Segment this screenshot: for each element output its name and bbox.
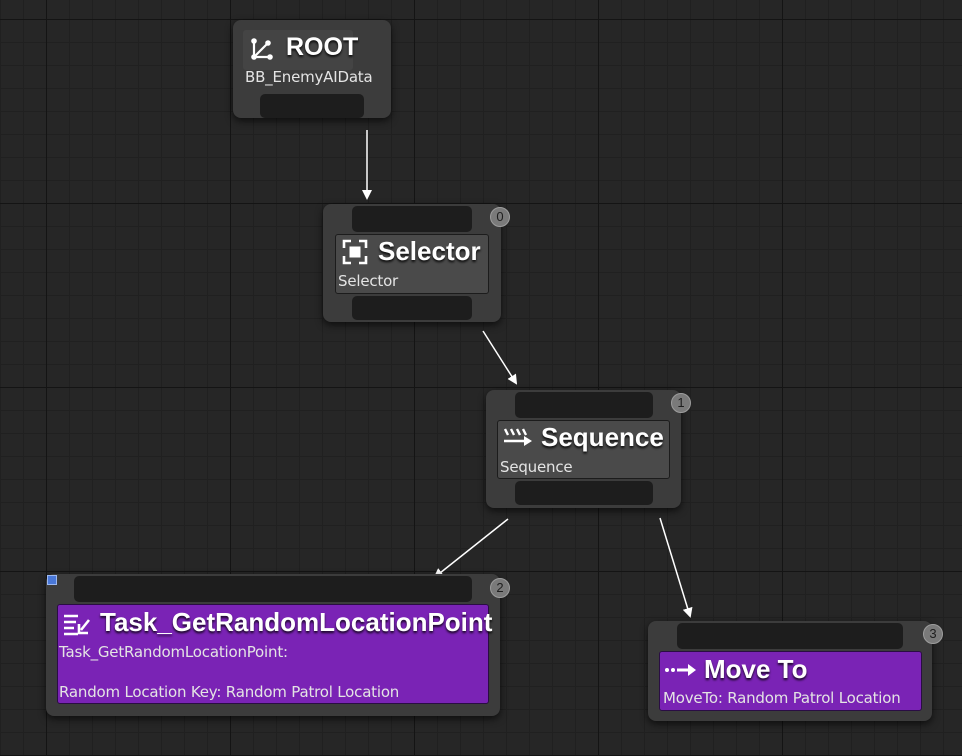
task-node[interactable]: Task_GetRandomLocationPoint Task_GetRand… bbox=[46, 574, 510, 716]
selector-input-pin[interactable] bbox=[352, 206, 472, 232]
moveto-title-box bbox=[659, 651, 922, 711]
moveto-subtitle: MoveTo: Random Patrol Location bbox=[663, 689, 901, 707]
wire-sequence-to-task bbox=[433, 518, 509, 579]
moveto-order-badge: 3 bbox=[923, 624, 943, 644]
root-subtitle: BB_EnemyAIData bbox=[245, 68, 373, 86]
selector-output-pin[interactable] bbox=[352, 296, 472, 320]
root-branch-icon bbox=[249, 36, 275, 66]
task-order-badge: 2 bbox=[490, 578, 510, 598]
sequence-icon bbox=[502, 425, 534, 455]
task-icon bbox=[62, 612, 92, 642]
moveto-title: Move To bbox=[704, 654, 808, 684]
sequence-title-box bbox=[497, 420, 670, 479]
task-title: Task_GetRandomLocationPoint bbox=[100, 607, 493, 637]
selector-node[interactable]: Selector Selector 0 bbox=[323, 204, 510, 322]
selector-subtitle: Selector bbox=[338, 272, 399, 290]
moveto-input-pin[interactable] bbox=[677, 623, 903, 649]
moveto-node[interactable]: Move To MoveTo: Random Patrol Location 3 bbox=[648, 621, 943, 721]
root-output-pin[interactable] bbox=[260, 94, 364, 118]
task-subtitle: Task_GetRandomLocationPoint: bbox=[59, 643, 288, 661]
selector-order-badge: 0 bbox=[490, 207, 510, 227]
sequence-title: Sequence bbox=[541, 422, 664, 452]
wire-selector-to-sequence bbox=[482, 330, 518, 385]
selector-title: Selector bbox=[378, 236, 481, 266]
root-node[interactable]: ROOT BB_EnemyAIData bbox=[233, 20, 391, 118]
task-input-pin[interactable] bbox=[74, 576, 472, 602]
task-detail: Random Location Key: Random Patrol Locat… bbox=[59, 683, 400, 701]
sequence-output-pin[interactable] bbox=[515, 481, 653, 505]
blueprint-task-marker-icon bbox=[47, 575, 57, 585]
selector-icon bbox=[341, 238, 369, 270]
sequence-order-badge: 1 bbox=[671, 393, 691, 413]
sequence-subtitle: Sequence bbox=[500, 458, 573, 476]
move-to-icon bbox=[664, 661, 698, 683]
root-title: ROOT bbox=[286, 33, 359, 61]
task-title-box bbox=[57, 604, 489, 704]
sequence-node[interactable]: Sequence Sequence 1 bbox=[486, 390, 691, 508]
sequence-input-pin[interactable] bbox=[515, 392, 653, 418]
selector-title-box bbox=[335, 234, 489, 294]
wire-sequence-to-moveto bbox=[659, 517, 693, 618]
